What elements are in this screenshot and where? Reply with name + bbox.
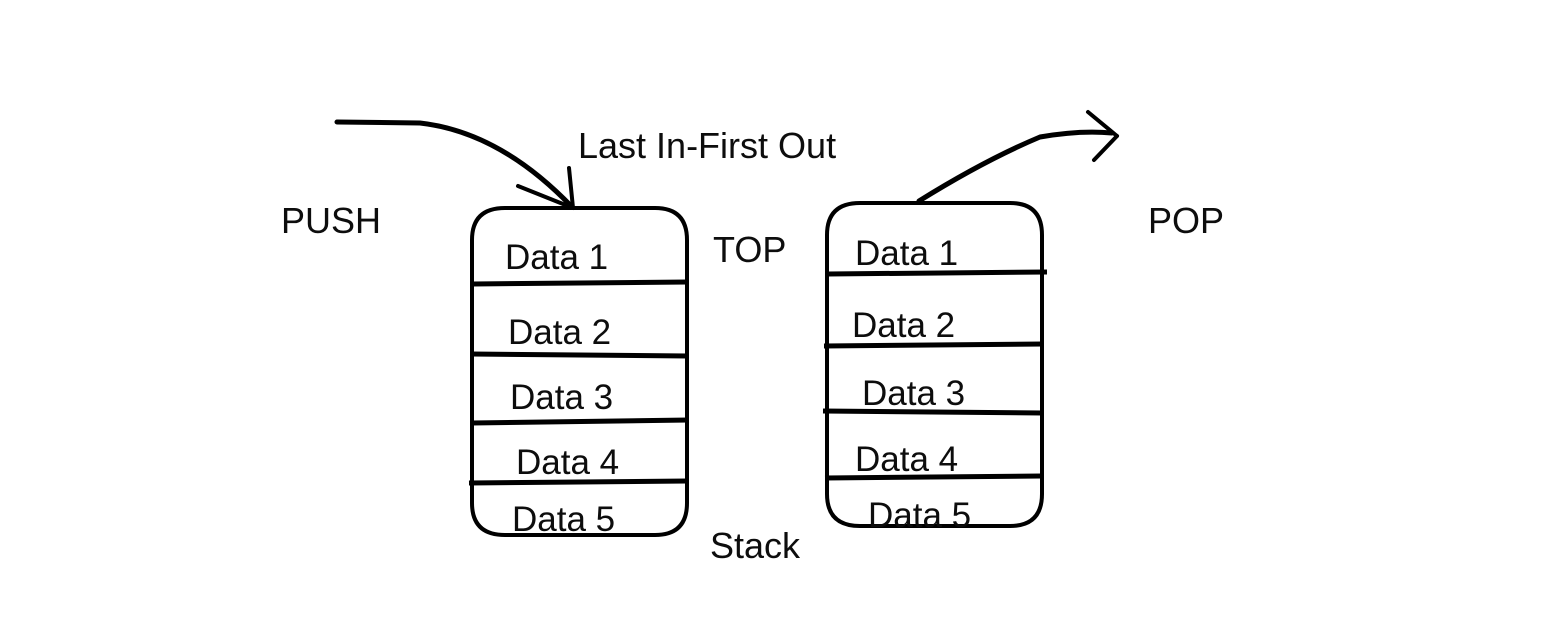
left-stack-divider-2: [470, 351, 689, 359]
right-stack-cell-1: Data 1: [855, 234, 959, 273]
right-stack-divider-1: [827, 269, 1048, 277]
pop-label: POP: [1148, 200, 1225, 241]
pop-arrow-head-bottom: [1092, 134, 1119, 162]
left-stack-divider-3: [471, 417, 690, 426]
right-stack-divider-4: [824, 473, 1043, 481]
pop-arrow-head-top: [1086, 110, 1119, 138]
push-arrow-head-right: [567, 166, 575, 210]
top-pointer-label: TOP: [713, 229, 787, 270]
push-arrow-curve: [334, 119, 575, 210]
right-stack-cell-2: Data 2: [852, 306, 956, 345]
left-stack-cell-3: Data 3: [510, 378, 614, 417]
right-stack-cell-4: Data 4: [855, 440, 959, 479]
push-arrow-icon: [334, 119, 575, 210]
left-stack-divider-1: [472, 279, 689, 287]
right-stack-cell-3: Data 3: [862, 374, 966, 413]
pop-arrow-curve: [916, 129, 1115, 204]
pop-arrow-icon: [916, 110, 1119, 204]
left-stack-cell-2: Data 2: [508, 313, 612, 352]
left-stack-shape: [468, 206, 690, 537]
right-stack-divider-3: [822, 408, 1043, 416]
push-arrow-head-left: [516, 184, 575, 210]
right-stack-outline: [825, 201, 1044, 528]
left-stack-cell-4: Data 4: [516, 443, 620, 482]
right-stack-shape: [822, 201, 1048, 528]
lifo-title-label: Last In-First Out: [578, 125, 837, 166]
left-stack-cell-5: Data 5: [512, 500, 616, 539]
left-stack-divider-4: [468, 478, 689, 486]
push-label: PUSH: [281, 200, 382, 241]
right-stack-divider-2: [823, 341, 1044, 349]
left-stack-cell-1: Data 1: [505, 238, 609, 277]
right-stack-cell-5: Data 5: [868, 496, 972, 535]
stack-caption-label: Stack: [710, 525, 801, 566]
left-stack-outline: [470, 206, 689, 537]
